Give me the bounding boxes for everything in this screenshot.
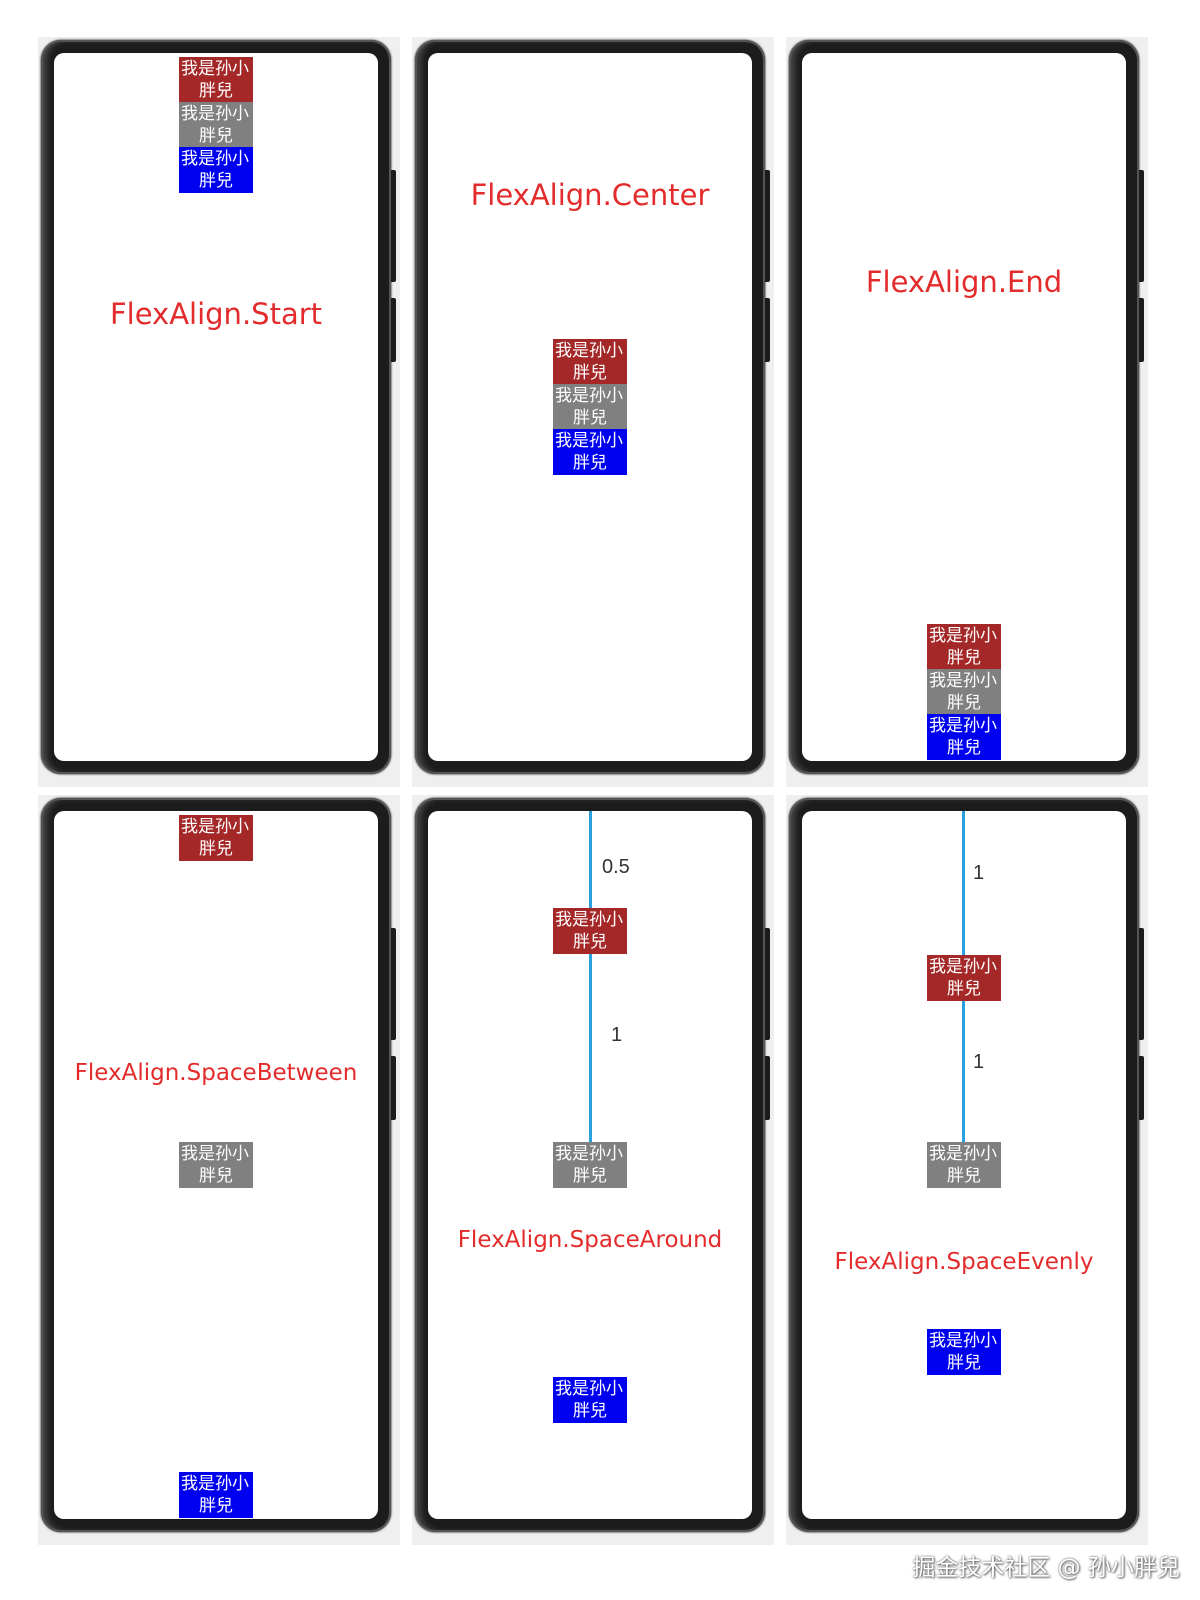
box-text-line1: 我是孙小 <box>555 1379 623 1399</box>
box-text-line1: 我是孙小 <box>555 1144 623 1164</box>
box-text-line2: 胖兒 <box>573 453 607 473</box>
side-button <box>1139 298 1144 362</box>
panel-label: FlexAlign.Center <box>470 178 710 212</box>
box-blue: 我是孙小 胖兒 <box>179 147 253 193</box>
box-blue: 我是孙小 胖兒 <box>927 1329 1001 1375</box>
side-button <box>765 1056 770 1120</box>
panel-start: 我是孙小 胖兒 我是孙小 胖兒 我是孙小 胖兒 FlexAlign.Start <box>38 37 400 787</box>
box-text-line2: 胖兒 <box>199 839 233 859</box>
box-red: 我是孙小 胖兒 <box>927 955 1001 1001</box>
box-text-line1: 我是孙小 <box>929 957 997 977</box>
box-text-line2: 胖兒 <box>573 408 607 428</box>
box-text-line1: 我是孙小 <box>929 626 997 646</box>
box-gray: 我是孙小 胖兒 <box>179 102 253 148</box>
box-text-line2: 胖兒 <box>199 81 233 101</box>
panel-label: FlexAlign.SpaceAround <box>457 1227 723 1253</box>
panel-center: FlexAlign.Center 我是孙小 胖兒 我是孙小 胖兒 我是孙小 胖兒 <box>412 37 774 787</box>
box-text-line1: 我是孙小 <box>181 1474 249 1494</box>
box-blue: 我是孙小 胖兒 <box>553 1377 627 1423</box>
box-text-line2: 胖兒 <box>947 1353 981 1373</box>
side-button <box>1139 1056 1144 1120</box>
box-text-line1: 我是孙小 <box>181 59 249 79</box>
panel-space-evenly: 1 我是孙小 胖兒 1 我是孙小 胖兒 FlexAlign.SpaceEvenl… <box>786 795 1148 1545</box>
box-text-line1: 我是孙小 <box>555 910 623 930</box>
watermark: 掘金技术社区 @ 孙小胖兒 <box>912 1555 1180 1581</box>
box-text-line2: 胖兒 <box>573 1401 607 1421</box>
side-button <box>765 170 770 282</box>
box-text-line1: 我是孙小 <box>555 431 623 451</box>
phone-screen: 0.5 我是孙小 胖兒 1 我是孙小 胖兒 FlexAlign.SpaceAro… <box>428 811 752 1519</box>
box-red: 我是孙小 胖兒 <box>927 624 1001 670</box>
side-button <box>391 298 396 362</box>
box-text-line1: 我是孙小 <box>181 104 249 124</box>
box-text-line2: 胖兒 <box>947 693 981 713</box>
box-blue: 我是孙小 胖兒 <box>553 429 627 475</box>
phone-frame: 我是孙小 胖兒 我是孙小 胖兒 我是孙小 胖兒 FlexAlign.Start <box>41 40 396 774</box>
box-text-line1: 我是孙小 <box>929 716 997 736</box>
panel-label: FlexAlign.SpaceEvenly <box>834 1249 1094 1275</box>
box-text-line2: 胖兒 <box>947 979 981 999</box>
box-text-line2: 胖兒 <box>573 363 607 383</box>
phone-frame: FlexAlign.End 我是孙小 胖兒 我是孙小 胖兒 我是孙小 胖兒 <box>789 40 1144 774</box>
box-text-line1: 我是孙小 <box>555 341 623 361</box>
box-text-line1: 我是孙小 <box>929 671 997 691</box>
box-gray: 我是孙小 胖兒 <box>927 1142 1001 1188</box>
box-red: 我是孙小 胖兒 <box>179 57 253 103</box>
box-red: 我是孙小 胖兒 <box>553 908 627 954</box>
gap-guide-line <box>962 1001 965 1142</box>
box-gray: 我是孙小 胖兒 <box>553 1142 627 1188</box>
side-button <box>1139 928 1144 1040</box>
gap-label-top: 0.5 <box>602 856 630 878</box>
phone-frame: FlexAlign.Center 我是孙小 胖兒 我是孙小 胖兒 我是孙小 胖兒 <box>415 40 770 774</box>
box-text-line2: 胖兒 <box>199 126 233 146</box>
panel-space-around: 0.5 我是孙小 胖兒 1 我是孙小 胖兒 FlexAlign.SpaceAro… <box>412 795 774 1545</box>
gap-label-mid: 1 <box>973 1051 985 1073</box>
phone-frame: 1 我是孙小 胖兒 1 我是孙小 胖兒 FlexAlign.SpaceEvenl… <box>789 798 1144 1532</box>
box-text-line1: 我是孙小 <box>555 386 623 406</box>
phone-screen: 我是孙小 胖兒 FlexAlign.SpaceBetween 我是孙小 胖兒 我… <box>54 811 378 1519</box>
box-red: 我是孙小 胖兒 <box>179 815 253 861</box>
gap-guide-line <box>962 811 965 955</box>
panel-label: FlexAlign.Start <box>109 297 323 331</box>
box-red: 我是孙小 胖兒 <box>553 339 627 385</box>
box-blue: 我是孙小 胖兒 <box>927 714 1001 760</box>
phone-screen: FlexAlign.Center 我是孙小 胖兒 我是孙小 胖兒 我是孙小 胖兒 <box>428 53 752 761</box>
box-text-line2: 胖兒 <box>573 932 607 952</box>
box-gray: 我是孙小 胖兒 <box>179 1142 253 1188</box>
panel-space-between: 我是孙小 胖兒 FlexAlign.SpaceBetween 我是孙小 胖兒 我… <box>38 795 400 1545</box>
box-blue: 我是孙小 胖兒 <box>179 1472 253 1518</box>
phone-screen: FlexAlign.End 我是孙小 胖兒 我是孙小 胖兒 我是孙小 胖兒 <box>802 53 1126 761</box>
phone-frame: 0.5 我是孙小 胖兒 1 我是孙小 胖兒 FlexAlign.SpaceAro… <box>415 798 770 1532</box>
gap-guide-line <box>589 811 592 908</box>
box-text-line2: 胖兒 <box>573 1166 607 1186</box>
box-text-line1: 我是孙小 <box>181 1144 249 1164</box>
box-text-line2: 胖兒 <box>199 1496 233 1516</box>
side-button <box>1139 170 1144 282</box>
side-button <box>391 1056 396 1120</box>
box-gray: 我是孙小 胖兒 <box>927 669 1001 715</box>
box-text-line2: 胖兒 <box>947 738 981 758</box>
side-button <box>391 928 396 1040</box>
side-button <box>765 928 770 1040</box>
box-text-line1: 我是孙小 <box>929 1331 997 1351</box>
box-text-line2: 胖兒 <box>199 171 233 191</box>
gap-label-mid: 1 <box>611 1024 623 1046</box>
phone-frame: 我是孙小 胖兒 FlexAlign.SpaceBetween 我是孙小 胖兒 我… <box>41 798 396 1532</box>
box-text-line2: 胖兒 <box>947 1166 981 1186</box>
box-text-line2: 胖兒 <box>947 648 981 668</box>
panel-label: FlexAlign.End <box>865 265 1063 299</box>
phone-screen: 我是孙小 胖兒 我是孙小 胖兒 我是孙小 胖兒 FlexAlign.Start <box>54 53 378 761</box>
panel-end: FlexAlign.End 我是孙小 胖兒 我是孙小 胖兒 我是孙小 胖兒 <box>786 37 1148 787</box>
phone-screen: 1 我是孙小 胖兒 1 我是孙小 胖兒 FlexAlign.SpaceEvenl… <box>802 811 1126 1519</box>
box-text-line2: 胖兒 <box>199 1166 233 1186</box>
side-button <box>391 170 396 282</box>
box-text-line1: 我是孙小 <box>181 817 249 837</box>
gap-label-top: 1 <box>973 862 985 884</box>
side-button <box>765 298 770 362</box>
box-gray: 我是孙小 胖兒 <box>553 384 627 430</box>
box-text-line1: 我是孙小 <box>181 149 249 169</box>
panel-label: FlexAlign.SpaceBetween <box>74 1060 358 1086</box>
gap-guide-line <box>589 954 592 1142</box>
box-text-line1: 我是孙小 <box>929 1144 997 1164</box>
